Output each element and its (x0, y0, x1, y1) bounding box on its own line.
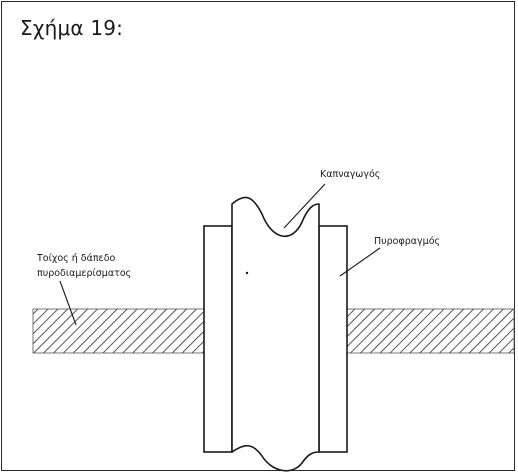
wall-label-line1: Τοίχος ή δάπεδο (36, 253, 116, 264)
wall-leader (59, 280, 77, 326)
duct-label: Καπναγωγός (320, 169, 380, 180)
firestop-leader (339, 247, 381, 277)
duct-body (231, 196, 320, 472)
duct-center-dot (245, 271, 249, 275)
duct-leader (283, 183, 326, 229)
wall-slab-left (32, 308, 206, 354)
wall-slab-right (345, 308, 515, 354)
firestop-label: Πυροφραγμός (374, 236, 440, 247)
wall-label-line2: πυροδιαμερίσματος (37, 268, 131, 279)
figure-title: Σχήμα 19: (20, 16, 124, 40)
firestop-collar-right (318, 225, 348, 453)
firestop-collar-left (203, 225, 233, 453)
